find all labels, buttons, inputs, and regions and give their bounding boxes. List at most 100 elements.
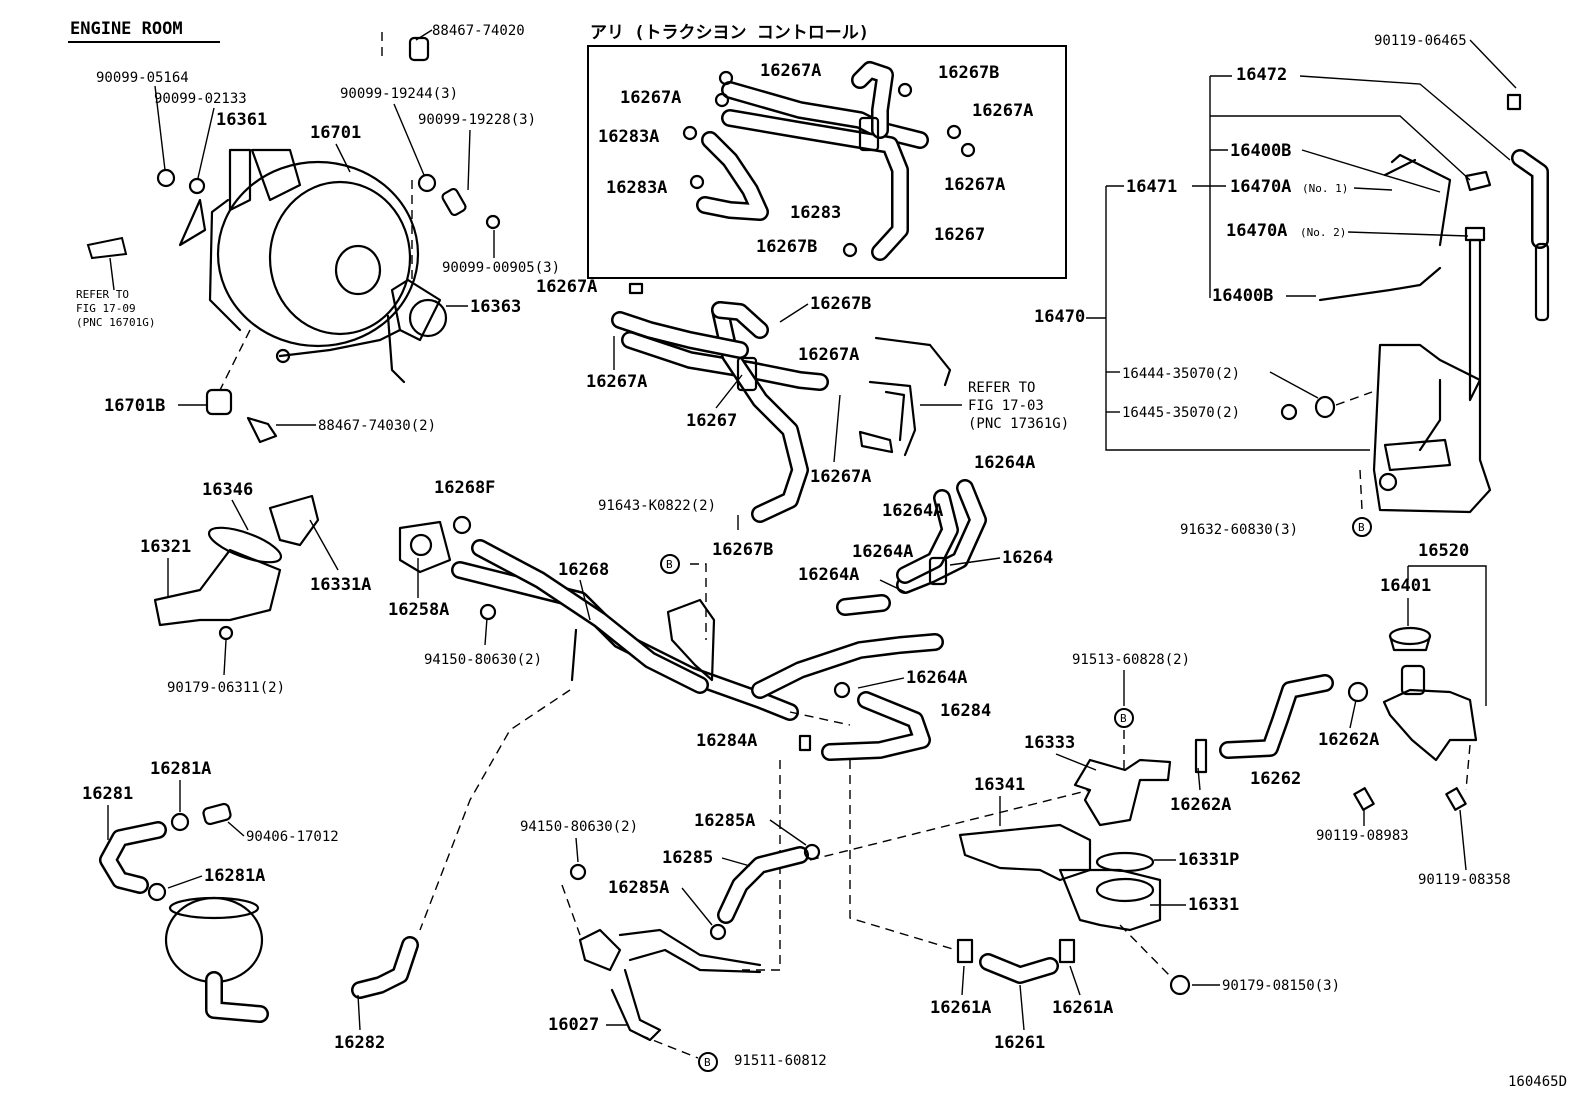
hose-16264-group xyxy=(836,479,987,616)
label-16285A-a: 16285A xyxy=(694,811,755,831)
label-16285: 16285 xyxy=(662,848,713,868)
marker-b-2: B xyxy=(1114,708,1134,728)
label-90119-08983: 90119-08983 xyxy=(1316,828,1409,844)
marker-b-4: B xyxy=(1352,517,1372,537)
label-90406: 90406-17012 xyxy=(246,829,339,845)
label-16400B-a: 16400B xyxy=(1230,141,1291,161)
inset-label-16283A-1: 16283A xyxy=(598,127,659,147)
label-16282: 16282 xyxy=(334,1033,385,1053)
svg-text:B: B xyxy=(704,1056,711,1069)
label-16331A: 16331A xyxy=(310,575,371,595)
label-16264A-d: 16264A xyxy=(798,565,859,585)
inset-label-16267: 16267 xyxy=(934,225,985,245)
hose-16262 xyxy=(1194,674,1369,774)
inset-label-16267B-1: 16267B xyxy=(938,63,999,83)
label-16285A-b: 16285A xyxy=(608,878,669,898)
label-16267A-a: 16267A xyxy=(536,277,597,297)
label-91632: 91632-60830(3) xyxy=(1180,522,1298,538)
label-16361: 16361 xyxy=(216,110,267,130)
label-90099-02133: 90099-02133 xyxy=(154,91,247,107)
inset-label-16283: 16283 xyxy=(790,203,841,223)
label-16363: 16363 xyxy=(470,297,521,317)
housing-16341 xyxy=(958,758,1172,932)
label-16261: 16261 xyxy=(994,1033,1045,1053)
label-16701: 16701 xyxy=(310,123,361,143)
ref-17-03-line3: (PNC 17361G) xyxy=(968,416,1069,432)
ref-17-03-line2: FIG 17-03 xyxy=(968,398,1044,414)
label-16281A-a: 16281A xyxy=(150,759,211,779)
water-pump-assembly xyxy=(178,148,448,384)
label-16264A-b: 16264A xyxy=(882,501,943,521)
label-16401: 16401 xyxy=(1380,576,1431,596)
label-16400B-b: 16400B xyxy=(1212,286,1273,306)
label-16261A-a: 16261A xyxy=(930,998,991,1018)
label-90179-06311: 90179-06311(2) xyxy=(167,680,285,696)
hose-16285 xyxy=(569,843,821,941)
label-91643: 91643-K0822(2) xyxy=(598,498,716,514)
label-16267B-b: 16267B xyxy=(712,540,773,560)
label-88467-74020: 88467-74020 xyxy=(432,23,525,39)
label-16267B-a: 16267B xyxy=(810,294,871,314)
label-16264A-c: 16264A xyxy=(852,542,913,562)
label-16267A-d: 16267A xyxy=(810,467,871,487)
label-90099-05164: 90099-05164 xyxy=(96,70,189,86)
label-16267: 16267 xyxy=(686,411,737,431)
label-16262A-a: 16262A xyxy=(1170,795,1231,815)
hose-16282 xyxy=(351,936,419,999)
label-90119-08358: 90119-08358 xyxy=(1418,872,1511,888)
pipe-16027 xyxy=(578,928,762,1042)
label-16341: 16341 xyxy=(974,775,1025,795)
label-16321: 16321 xyxy=(140,537,191,557)
label-16470A-2-note: (No. 2) xyxy=(1300,226,1346,239)
cap-16401-group xyxy=(1353,626,1478,811)
label-16331: 16331 xyxy=(1188,895,1239,915)
marker-b-3: B xyxy=(698,1052,718,1072)
svg-text:B: B xyxy=(1120,712,1127,725)
inset-label-16267A-4: 16267A xyxy=(620,88,681,108)
engine-room-title: ENGINE ROOM xyxy=(70,19,183,39)
label-16520: 16520 xyxy=(1418,541,1469,561)
inset-label-16267B-2: 16267B xyxy=(756,237,817,257)
svg-text:B: B xyxy=(666,558,673,571)
label-16331P: 16331P xyxy=(1178,850,1239,870)
hose-16281 xyxy=(99,802,269,1023)
label-16264: 16264 xyxy=(1002,548,1053,568)
label-16267A-c: 16267A xyxy=(798,345,859,365)
label-16333: 16333 xyxy=(1024,733,1075,753)
label-16258A: 16258A xyxy=(388,600,449,620)
label-16470A-2: 16470A xyxy=(1226,221,1287,241)
label-16444: 16444-35070(2) xyxy=(1122,366,1240,382)
traction-control-inset xyxy=(587,45,1067,279)
ref-17-09-line1: REFER TO xyxy=(76,288,129,301)
reservoir-16470 xyxy=(1318,93,1550,514)
ref-17-03-line1: REFER TO xyxy=(968,380,1035,396)
label-16262A-b: 16262A xyxy=(1318,730,1379,750)
inset-hoses xyxy=(696,61,929,261)
bracket-17-03 xyxy=(858,336,952,457)
label-16268: 16268 xyxy=(558,560,609,580)
svg-text:B: B xyxy=(1358,521,1365,534)
label-16027: 16027 xyxy=(548,1015,599,1035)
hose-16267-group xyxy=(611,301,829,523)
label-90099-19244: 90099-19244(3) xyxy=(340,86,458,102)
label-16471: 16471 xyxy=(1126,177,1177,197)
label-16346: 16346 xyxy=(202,480,253,500)
label-88467-74030: 88467-74030(2) xyxy=(318,418,436,434)
label-16262: 16262 xyxy=(1250,769,1301,789)
ref-17-09-line2: FIG 17-09 xyxy=(76,302,136,315)
label-16470: 16470 xyxy=(1034,307,1085,327)
label-16445: 16445-35070(2) xyxy=(1122,405,1240,421)
label-16261A-b: 16261A xyxy=(1052,998,1113,1018)
label-16470A-1: 16470A xyxy=(1230,177,1291,197)
inset-label-16283A-2: 16283A xyxy=(606,178,667,198)
label-91513: 91513-60828(2) xyxy=(1072,652,1190,668)
traction-control-title: アリ (トラクシヨン コントロール) xyxy=(590,23,869,43)
pipe-16268 xyxy=(451,539,944,721)
label-16267A-b: 16267A xyxy=(586,372,647,392)
label-90099-00905: 90099-00905(3) xyxy=(442,260,560,276)
inset-label-16267A-3: 16267A xyxy=(944,175,1005,195)
label-94150-b: 94150-80630(2) xyxy=(520,819,638,835)
fitting-16321-group xyxy=(153,494,497,641)
figure-code: 160465D xyxy=(1508,1074,1567,1090)
